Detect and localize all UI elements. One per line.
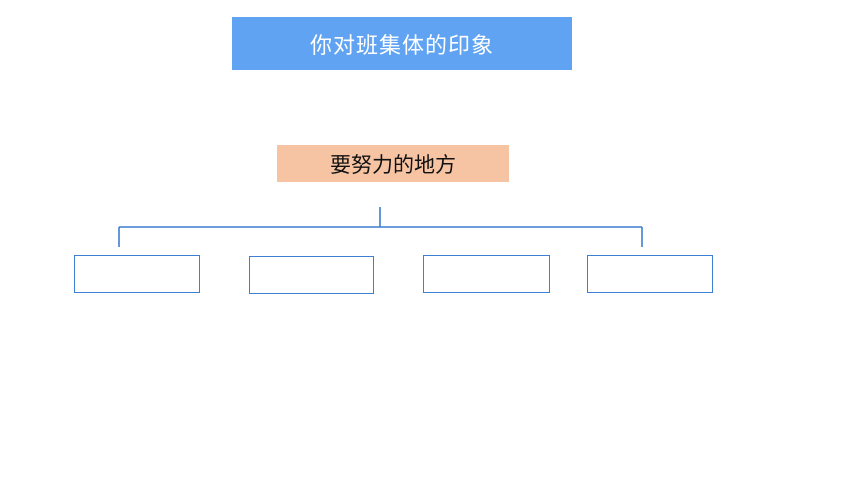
title-box: 你对班集体的印象	[232, 17, 572, 70]
leaf-box-2	[249, 256, 374, 294]
title-text: 你对班集体的印象	[309, 33, 494, 59]
subtitle-text: 要努力的地方	[330, 152, 456, 177]
leaf-box-4	[587, 255, 713, 293]
subtitle-box: 要努力的地方	[277, 145, 509, 182]
leaf-box-3	[423, 255, 550, 293]
leaf-box-1	[74, 255, 200, 293]
